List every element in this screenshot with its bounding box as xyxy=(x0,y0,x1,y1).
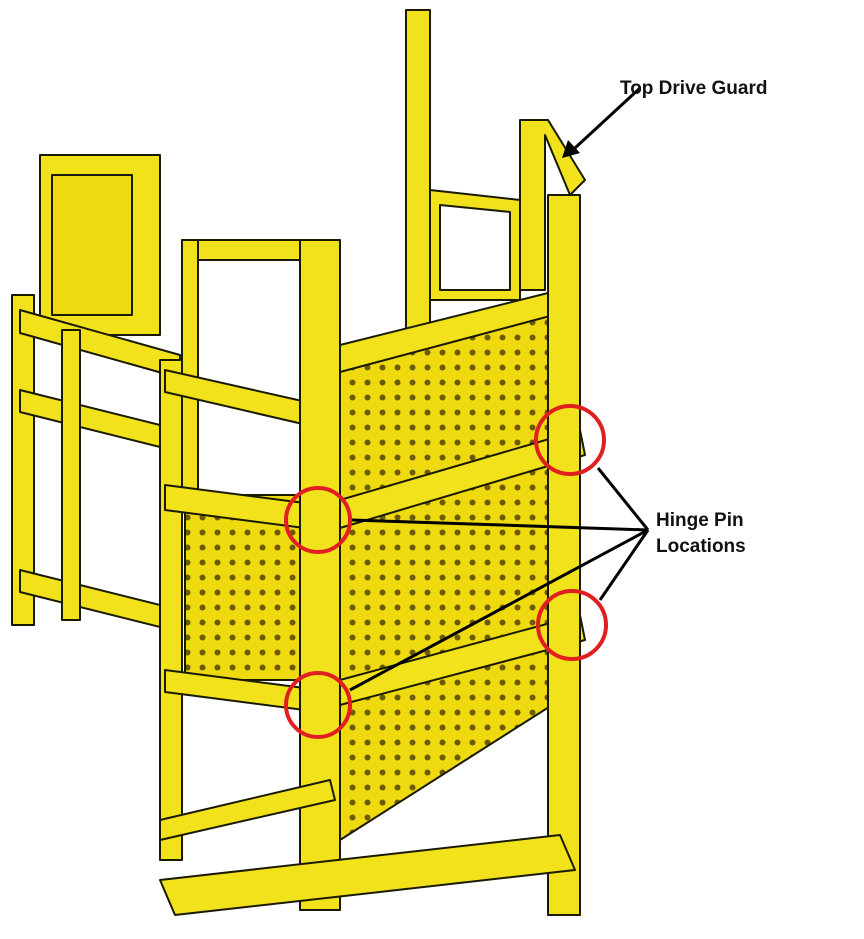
perforated-panel-right xyxy=(339,299,561,841)
left-post xyxy=(11,294,35,626)
hinge-pin-marker xyxy=(536,589,608,661)
right-post xyxy=(547,194,581,916)
left-low-rail xyxy=(19,569,181,633)
rear-box-inner xyxy=(439,204,511,291)
rear-post xyxy=(405,9,431,331)
leader-top-drive xyxy=(573,86,642,150)
leader-hinge-3 xyxy=(598,529,650,601)
bottom-rail-left xyxy=(159,779,336,841)
hinge-pin-marker xyxy=(534,404,606,476)
right-lower-mid-rail xyxy=(339,614,586,706)
hinge-pin-marker xyxy=(284,671,352,739)
hinge-pin-label-line1: Hinge Pin xyxy=(656,510,744,531)
leader-hinge-2 xyxy=(351,518,649,532)
leader-top-drive-arrow xyxy=(562,140,580,158)
right-upper-mid-rail xyxy=(339,429,586,529)
middle-left-post xyxy=(159,359,183,861)
middle-frame-post-a xyxy=(181,239,199,501)
left-top-panel-inner xyxy=(51,174,133,316)
top-drive-guard-bracket xyxy=(519,119,586,291)
left-mid-rail xyxy=(19,389,181,453)
center-post xyxy=(299,239,341,911)
leader-hinge-1 xyxy=(596,467,650,531)
hinge-pin-marker xyxy=(284,486,352,554)
hinge-pin-locations-label: Hinge Pin Locations xyxy=(656,508,746,560)
hinge-pin-label-line2: Locations xyxy=(656,536,746,557)
left-inner-post xyxy=(61,329,81,621)
top-drive-guard-label: Top Drive Guard xyxy=(620,78,768,99)
leader-hinge-4 xyxy=(349,528,649,692)
bottom-rail-front xyxy=(159,834,576,916)
